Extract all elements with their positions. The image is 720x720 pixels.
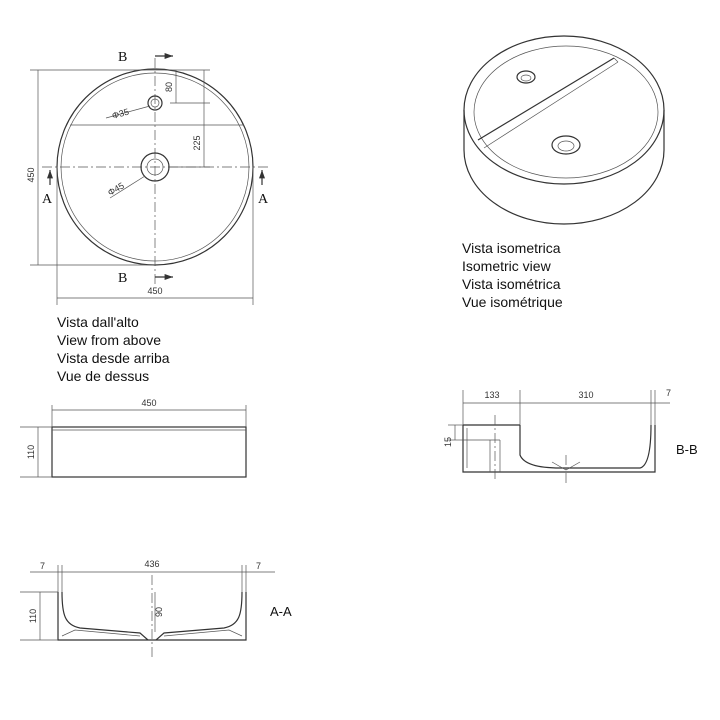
bb-basin-dim: 310 <box>578 390 593 400</box>
section-a-right: A <box>258 192 269 207</box>
isometric-view: Vista isometrica Isometric view Vista is… <box>462 35 665 310</box>
section-a-a: 7 436 7 110 90 A-A <box>20 559 292 660</box>
tap-diameter-label: Φ35 <box>111 107 130 121</box>
side-height-dim: 110 <box>26 445 36 459</box>
dim-80: 80 <box>164 82 174 92</box>
side-width-dim: 450 <box>141 398 156 408</box>
top-width-dim: 450 <box>147 286 162 296</box>
top-height-dim: 450 <box>26 167 36 182</box>
drain-diameter-label: Φ45 <box>106 180 126 197</box>
section-b-top: B <box>118 50 127 65</box>
aa-inner-dim: 436 <box>144 559 159 569</box>
aa-right-dim: 7 <box>256 561 261 571</box>
top-caption-it: Vista dall'alto <box>57 314 139 330</box>
aa-left-dim: 7 <box>40 561 45 571</box>
bb-thick-dim: 15 <box>443 437 453 447</box>
top-view: Φ35 Φ45 450 450 80 225 B B A A Vista d <box>26 50 270 384</box>
bb-wall-dim: 7 <box>666 388 671 398</box>
iso-caption-es: Vista isométrica <box>462 276 561 292</box>
aa-height-dim: 110 <box>28 609 38 623</box>
section-aa-label: A-A <box>270 604 292 619</box>
iso-caption-it: Vista isometrica <box>462 240 561 256</box>
side-view: 450 110 <box>20 398 247 478</box>
top-caption-en: View from above <box>57 332 161 348</box>
dim-225: 225 <box>192 135 202 150</box>
iso-caption-en: Isometric view <box>462 258 552 274</box>
bb-shelf-dim: 133 <box>484 390 499 400</box>
top-caption-fr: Vue de dessus <box>57 368 149 384</box>
section-b-b: 133 310 7 15 B-B <box>443 388 698 485</box>
section-a-left: A <box>42 192 53 207</box>
top-caption-es: Vista desde arriba <box>57 350 170 366</box>
aa-depth-dim: 90 <box>154 607 164 617</box>
section-b-bottom: B <box>118 271 127 286</box>
section-bb-label: B-B <box>676 442 698 457</box>
iso-caption-fr: Vue isométrique <box>462 294 563 310</box>
